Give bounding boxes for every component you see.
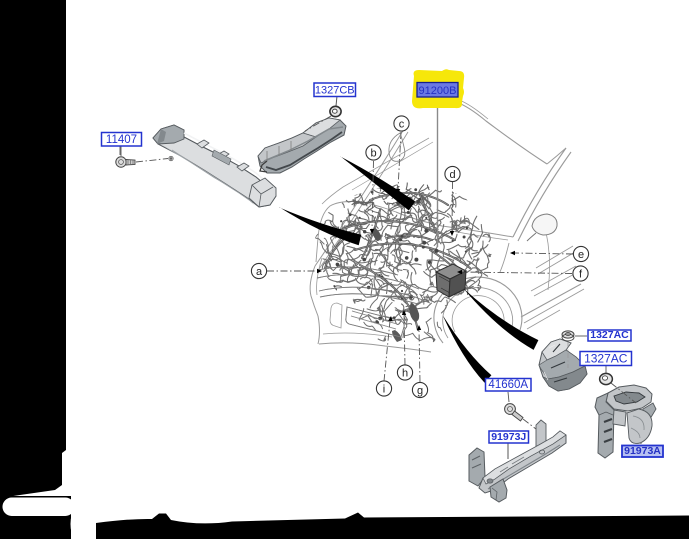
svg-text:1327AC: 1327AC [590,329,629,341]
svg-text:a: a [256,266,263,278]
svg-text:91973J: 91973J [491,431,526,443]
svg-text:e: e [578,249,584,261]
svg-text:11407: 11407 [106,134,137,146]
svg-text:1327AC: 1327AC [584,352,628,366]
svg-text:i: i [383,383,385,395]
svg-text:91200B: 91200B [419,85,457,97]
svg-text:h: h [402,367,408,379]
svg-text:c: c [399,118,405,130]
svg-text:91973A: 91973A [624,445,661,457]
svg-text:1327CB: 1327CB [315,85,355,97]
svg-text:g: g [417,385,423,397]
svg-text:f: f [579,268,583,280]
svg-text:d: d [449,169,455,181]
svg-text:41660A: 41660A [488,379,528,391]
svg-text:b: b [370,147,376,159]
